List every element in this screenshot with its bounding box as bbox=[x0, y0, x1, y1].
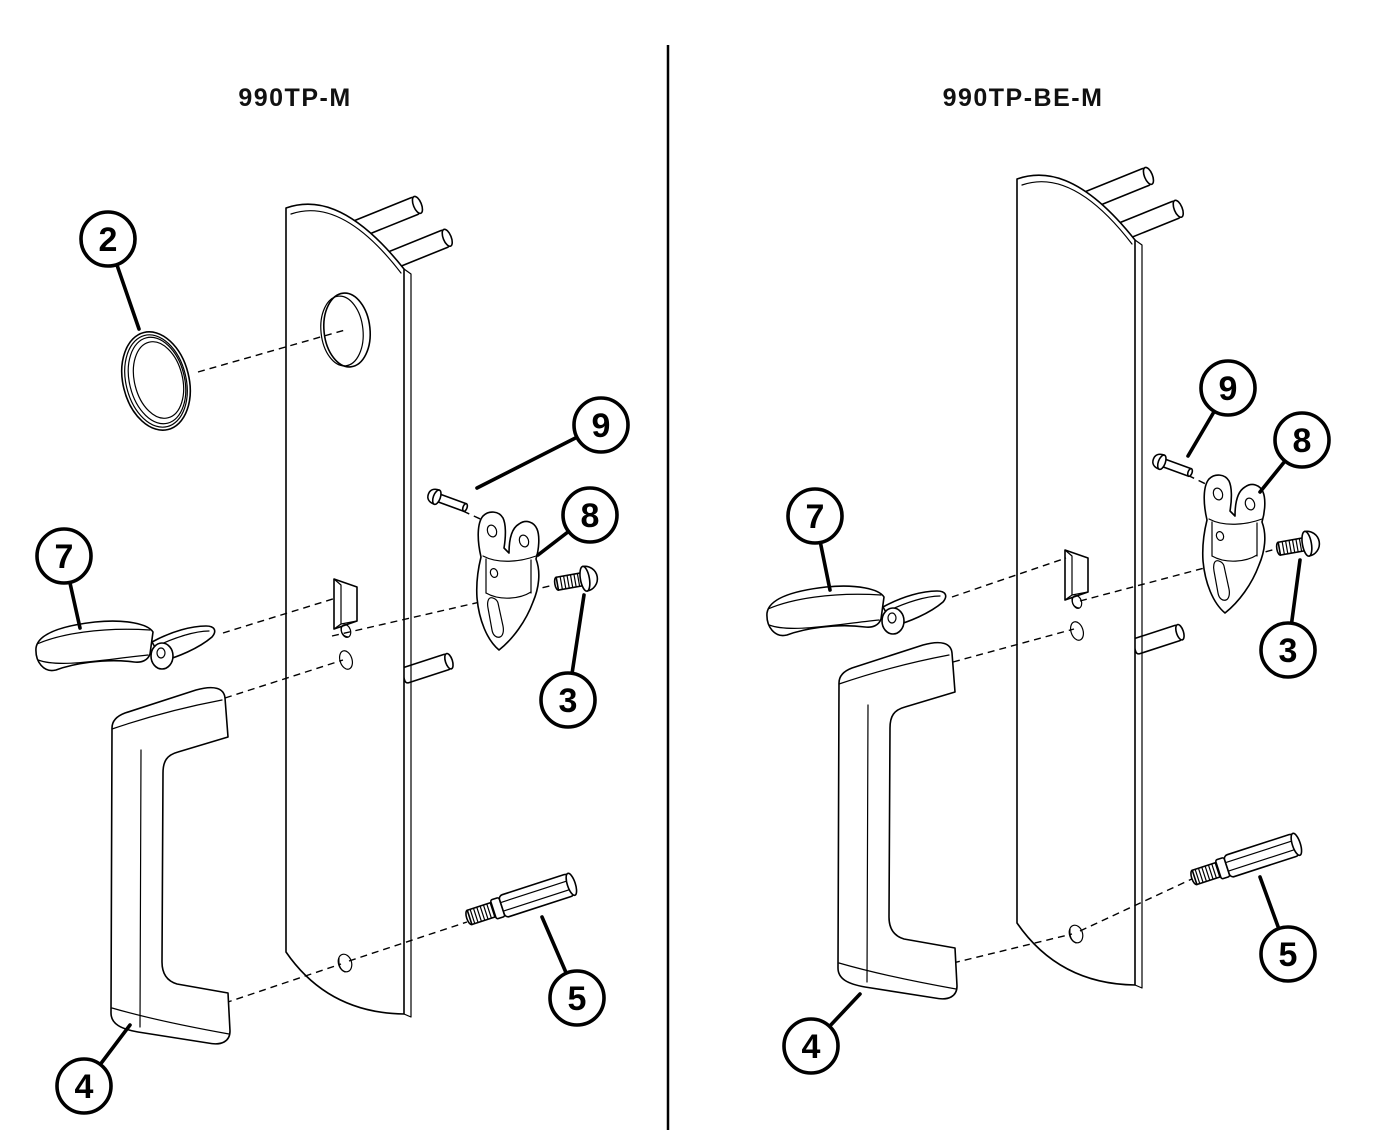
callout-5: 5 bbox=[1258, 875, 1317, 983]
cylinder-hole bbox=[320, 292, 371, 368]
svg-text:5: 5 bbox=[568, 980, 587, 1018]
callout-8: 8 bbox=[1258, 411, 1331, 494]
spindle-rod-part bbox=[1187, 831, 1305, 891]
screw-part bbox=[551, 563, 601, 598]
escutcheon-plate bbox=[285, 194, 456, 1018]
svg-text:9: 9 bbox=[592, 407, 611, 445]
pull-handle-part bbox=[837, 641, 958, 1000]
screw-part bbox=[1273, 528, 1323, 563]
left-diagram: 990TP-M bbox=[35, 84, 630, 1115]
right-diagram: 990TP-BE-M 9 8 7 bbox=[766, 84, 1331, 1075]
callout-8: 8 bbox=[536, 486, 619, 557]
svg-text:9: 9 bbox=[1219, 370, 1238, 408]
svg-text:4: 4 bbox=[802, 1028, 821, 1066]
turn-bracket-part bbox=[475, 511, 540, 651]
callout-9: 9 bbox=[1186, 359, 1257, 458]
svg-text:7: 7 bbox=[55, 538, 74, 576]
trim-ring-part bbox=[120, 331, 192, 431]
callout-3: 3 bbox=[539, 593, 597, 729]
spindle-rod-part bbox=[462, 871, 580, 931]
svg-text:5: 5 bbox=[1279, 936, 1298, 974]
callout-4: 4 bbox=[55, 1023, 132, 1115]
svg-text:8: 8 bbox=[1293, 422, 1312, 460]
callout-4: 4 bbox=[782, 992, 862, 1075]
svg-text:7: 7 bbox=[806, 498, 825, 536]
turn-bracket-part bbox=[1201, 474, 1266, 614]
right-diagram-title: 990TP-BE-M bbox=[943, 84, 1104, 112]
thumbturn-part bbox=[766, 585, 947, 637]
callout-7: 7 bbox=[35, 527, 93, 630]
clevis-pin-part bbox=[425, 486, 471, 517]
svg-text:8: 8 bbox=[581, 497, 600, 535]
callout-7: 7 bbox=[786, 487, 844, 592]
pull-handle-part bbox=[110, 686, 231, 1045]
thumbturn-part bbox=[35, 620, 216, 672]
svg-text:3: 3 bbox=[1279, 632, 1298, 670]
callout-2: 2 bbox=[79, 210, 141, 331]
callout-9: 9 bbox=[475, 396, 630, 490]
left-diagram-title: 990TP-M bbox=[238, 84, 351, 112]
escutcheon-plate-blank bbox=[1016, 165, 1187, 989]
callout-5: 5 bbox=[540, 915, 606, 1027]
callout-3: 3 bbox=[1259, 558, 1317, 679]
svg-text:3: 3 bbox=[559, 682, 578, 720]
svg-text:2: 2 bbox=[99, 221, 118, 259]
svg-text:4: 4 bbox=[75, 1068, 94, 1106]
